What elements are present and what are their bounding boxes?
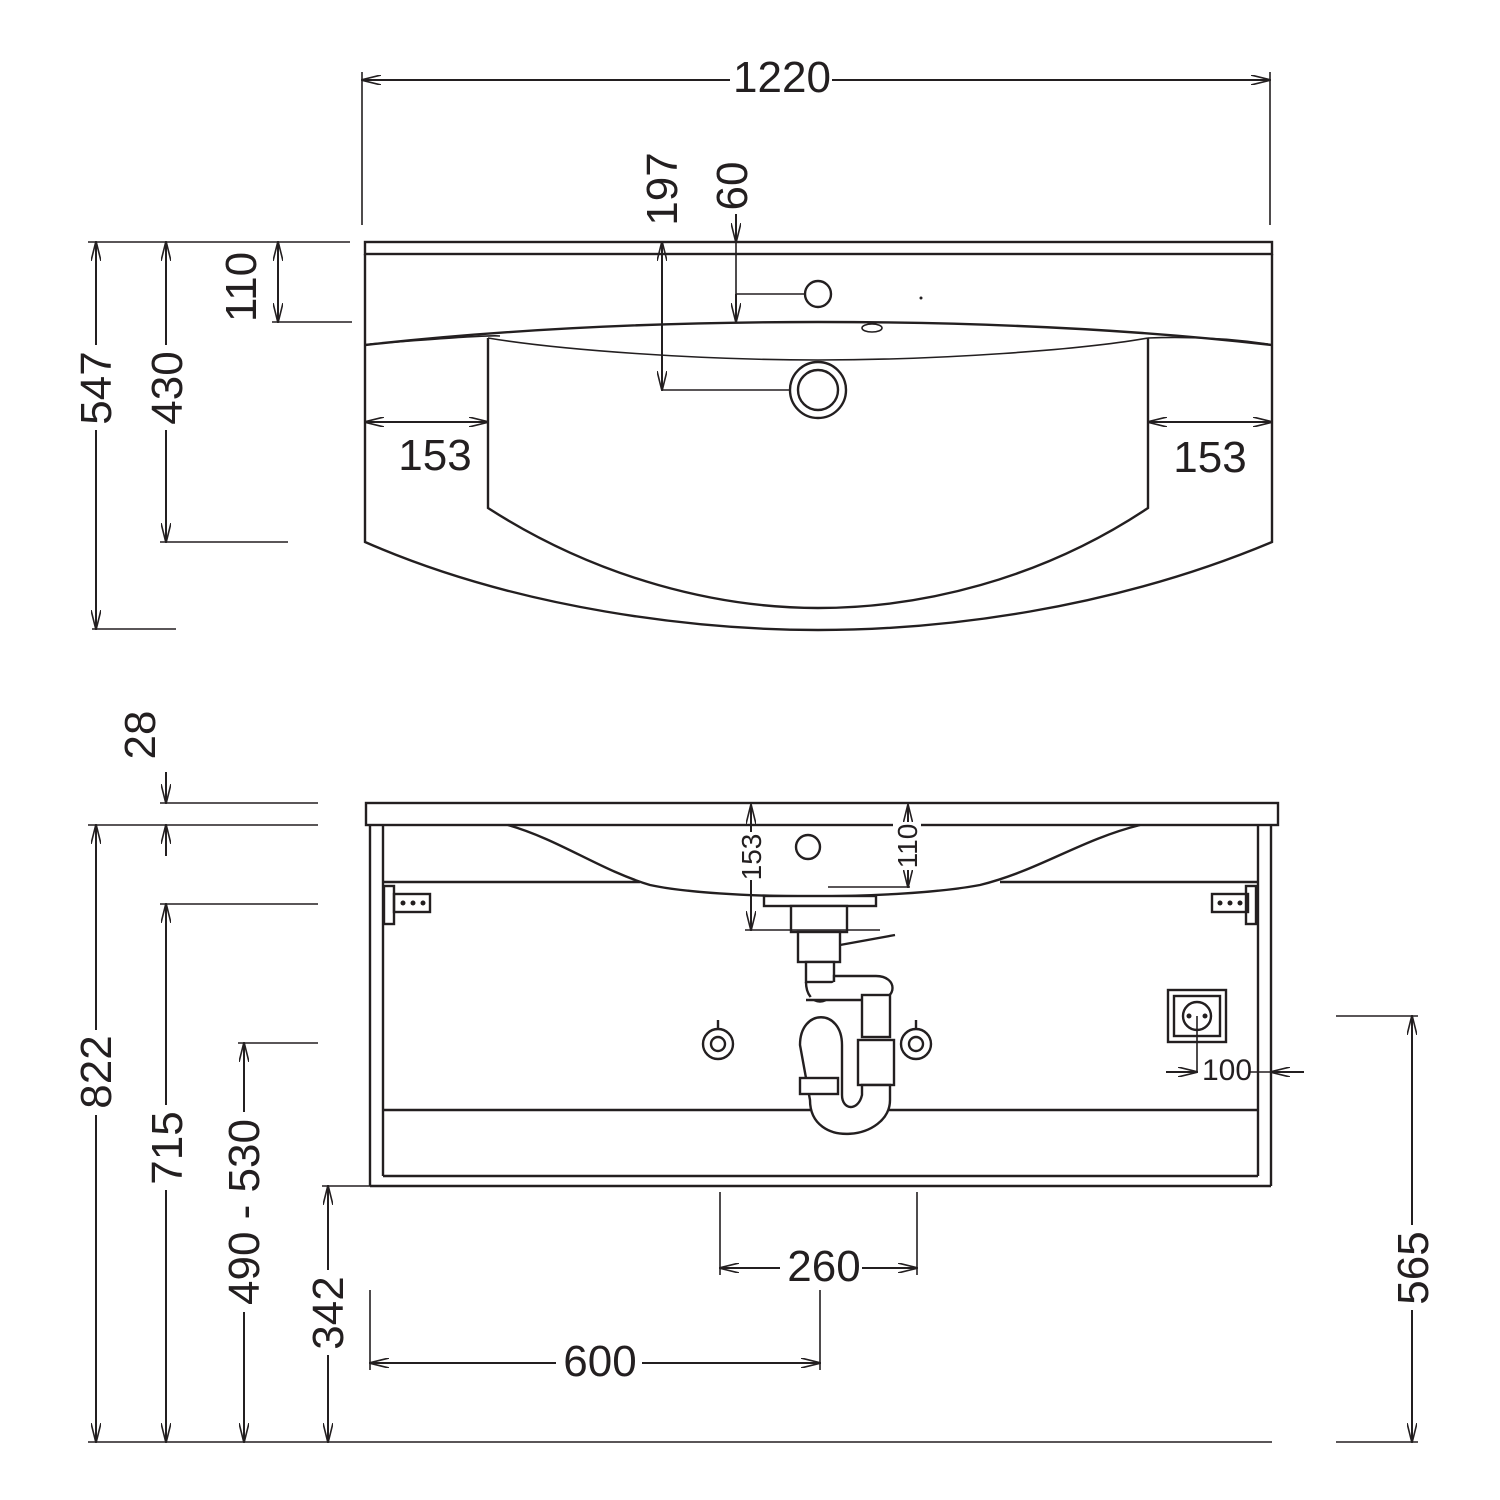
siphon-icon	[762, 894, 896, 1135]
dim-overall-depth: 547	[72, 351, 121, 424]
dim-height-715: 715	[143, 1111, 192, 1184]
dim-drain-spacing: 260	[787, 1242, 860, 1291]
dim-tap-offset: 60	[708, 162, 757, 211]
dim-drain-depth: 197	[638, 152, 687, 225]
dim-basin-110: 110	[892, 824, 923, 869]
cabinet-body	[368, 825, 1273, 1188]
dim-overall-width: 1220	[733, 53, 831, 102]
dim-top-thickness: 28	[116, 711, 165, 760]
dim-basin-153: 153	[736, 834, 767, 881]
hinge-left-icon	[382, 884, 432, 926]
tap-hole-icon	[803, 279, 833, 309]
basin-bowl	[507, 823, 1141, 898]
valve-left-icon	[701, 1020, 735, 1061]
hinge-right-icon	[1210, 884, 1258, 926]
dim-side-right: 153	[1173, 433, 1246, 482]
tap-hole-front-icon	[794, 833, 822, 861]
dim-socket-offset: 100	[1202, 1054, 1252, 1087]
overflow-icon	[861, 323, 883, 333]
dim-side-left: 153	[398, 431, 471, 480]
basin-outline-top	[363, 240, 1274, 632]
dim-total-height: 822	[72, 1035, 121, 1108]
dim-socket-height: 565	[1389, 1231, 1438, 1304]
dim-cabinet-bottom: 342	[304, 1276, 353, 1349]
front-view: 153 110 28 822 715 490 - 530 342	[72, 711, 1438, 1442]
dim-height-range: 490 - 530	[220, 1119, 269, 1305]
dim-cabinet-depth: 430	[143, 351, 192, 424]
valve-right-icon	[899, 1020, 933, 1061]
top-view: 1220 547 430 110 197 60 153 153	[72, 53, 1274, 632]
dim-drain-offset: 600	[563, 1337, 636, 1386]
dim-tap-hole-depth: 110	[217, 252, 266, 322]
countertop	[364, 801, 1280, 827]
